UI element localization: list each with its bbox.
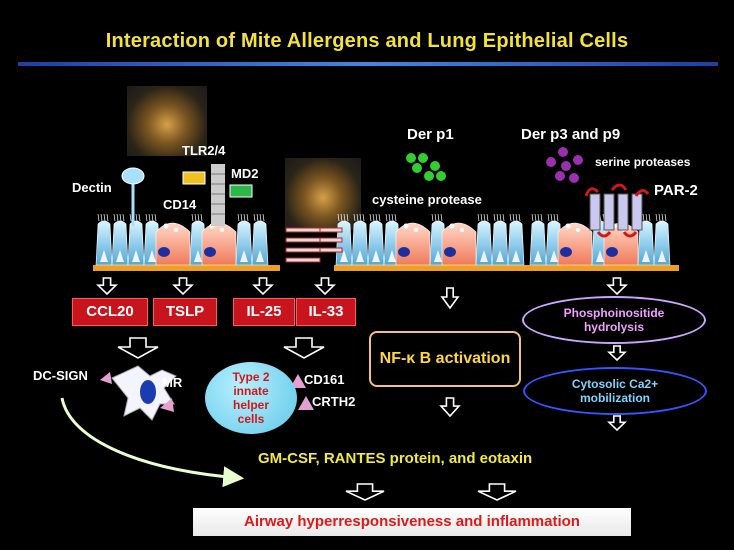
phospho-line1: Phosphoinositide	[563, 306, 665, 320]
tlr-receptor	[211, 164, 225, 226]
dectin-receptor	[121, 167, 145, 226]
ciliated-cell	[251, 220, 269, 266]
epithelial-cells-middle	[335, 213, 525, 266]
goblet-cell	[201, 222, 237, 266]
down-arrow	[345, 483, 385, 501]
cytosolic-ca-mobilization: Cytosolic Ca2+mobilization	[523, 367, 707, 415]
ciliated-cell	[491, 220, 509, 266]
der-p1-label: Der p1	[407, 126, 454, 143]
ciliated-cell	[127, 220, 145, 266]
der-p3-p9-label: Der p3 and p9	[521, 126, 621, 143]
goblet-cell	[395, 222, 431, 266]
down-arrow	[96, 277, 118, 296]
ciliated-cell	[111, 220, 129, 266]
cytokine-ccl20: CCL20	[72, 298, 148, 326]
down-arrow	[314, 277, 336, 296]
mite-photo-center	[285, 158, 361, 230]
dectin-label: Dectin	[72, 180, 112, 195]
cytokine-il33: IL-33	[296, 298, 356, 326]
tight-junctions	[285, 227, 343, 263]
flow-arrows	[96, 277, 628, 501]
cytokine-tslp: TSLP	[153, 298, 217, 326]
cd161-label: CD161	[304, 372, 345, 387]
epithelial-cells-left	[95, 213, 269, 266]
ilc-line3: helper	[232, 398, 269, 412]
cysteine-protease-label: cysteine protease	[372, 192, 482, 207]
der-p3-dots	[546, 147, 583, 183]
md2-label: MD2	[231, 166, 259, 181]
nfkb-activation-box: NF-κ B activation	[369, 331, 521, 387]
mite-photo-left	[127, 86, 207, 156]
basement-membrane	[93, 265, 679, 271]
goblet-cell	[441, 222, 477, 266]
ilc-line4: cells	[237, 412, 265, 426]
down-arrow	[607, 345, 627, 362]
cd14-label: CD14	[163, 197, 197, 212]
goblet-cell	[155, 222, 191, 266]
crth2-marker	[298, 396, 314, 410]
slide-title: Interaction of Mite Allergens and Lung E…	[105, 30, 629, 52]
par2-label: PAR-2	[654, 182, 698, 199]
title-underline	[18, 62, 718, 66]
dc-to-gmcsf-arrow	[60, 397, 245, 488]
der-p1-dots	[406, 153, 446, 181]
dc-sign-label: DC-SIGN	[33, 368, 88, 383]
mr-label: MR	[162, 375, 183, 390]
down-arrow	[439, 397, 461, 418]
phospho-line2: hydrolysis	[583, 320, 644, 334]
down-arrow	[172, 277, 194, 296]
goblet-cell	[557, 222, 593, 266]
ciliated-cell	[653, 220, 671, 266]
ciliated-cell	[529, 220, 547, 266]
down-arrow	[283, 337, 325, 359]
down-arrow	[606, 277, 628, 296]
ciliated-cell	[507, 220, 525, 266]
down-arrow	[117, 337, 159, 359]
md2-marker	[229, 184, 253, 198]
par2-receptor	[584, 183, 650, 238]
down-arrow	[607, 415, 627, 432]
cd14-marker	[182, 171, 206, 185]
tlr-label: TLR2/4	[182, 143, 226, 158]
down-arrow	[252, 277, 274, 296]
ciliated-cell	[367, 220, 385, 266]
innate-helper-cell: Type 2 innate helper cells	[205, 362, 297, 434]
cytokine-il25: IL-25	[233, 298, 295, 326]
ilc-line2: innate	[233, 384, 269, 398]
ciliated-cell	[95, 220, 113, 266]
ciliated-cell	[235, 220, 253, 266]
outcome-box: Airway hyperresponsiveness and inflammat…	[193, 508, 631, 536]
calcium-line2: mobilization	[580, 391, 650, 405]
down-arrow	[440, 287, 460, 310]
ciliated-cell	[475, 220, 493, 266]
crth2-label: CRTH2	[312, 394, 356, 409]
down-arrow	[477, 483, 517, 501]
gmcsf-rantes-eotaxin: GM-CSF, RANTES protein, and eotaxin	[258, 450, 533, 467]
calcium-line1: Cytosolic Ca2+	[571, 377, 659, 391]
ciliated-cell	[351, 220, 369, 266]
serine-proteases-label: serine proteases	[595, 155, 691, 169]
ilc-line1: Type 2	[232, 370, 270, 384]
dendritic-cell	[100, 365, 177, 421]
